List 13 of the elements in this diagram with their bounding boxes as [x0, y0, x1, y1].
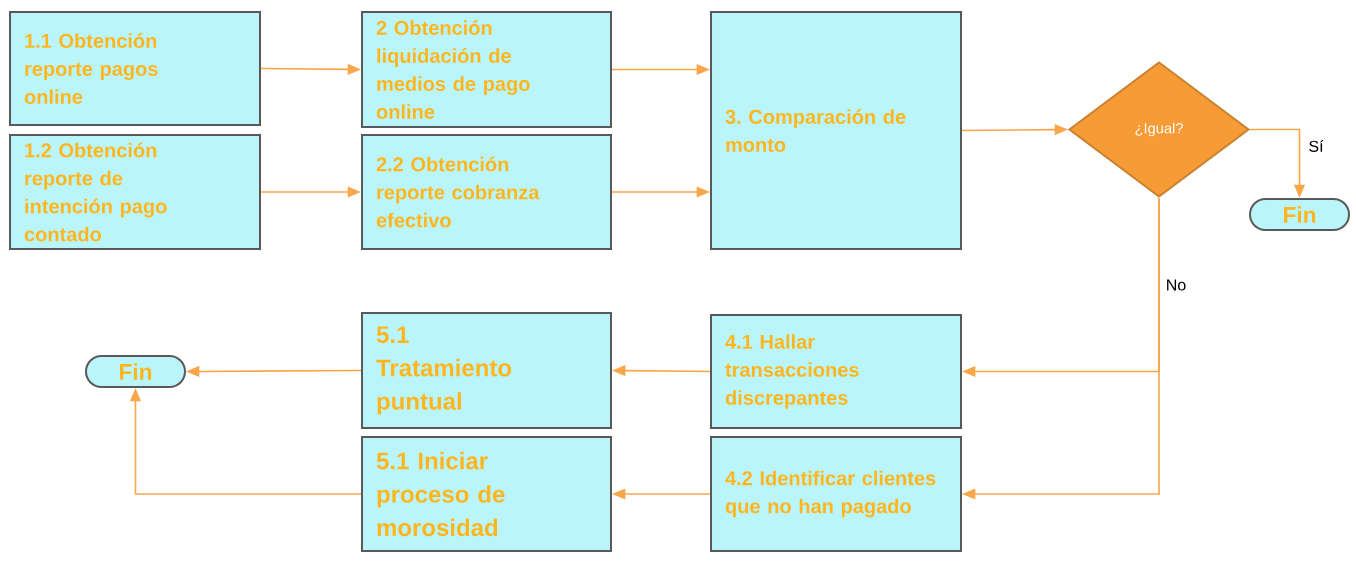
process-box: 5.1 Iniciar proceso de morosidad: [361, 436, 612, 552]
process-box: 4.1 Hallar transacciones discrepantes: [710, 314, 962, 429]
process-box: 1.2 Obtención reporte de intención pago contado: [9, 134, 261, 250]
process-box: 2.2 Obtención reporte cobranza efectivo: [361, 134, 612, 250]
process-box: 5.1 Tratamiento puntual: [361, 312, 612, 429]
process-box: 2 Obtención liquidación de medios de pago online: [361, 11, 612, 128]
edge-label: Sí: [1307, 138, 1325, 154]
process-box: 3. Comparación de monto: [710, 11, 962, 250]
edge-label: No: [1164, 278, 1188, 292]
terminator-pill: Fin: [85, 355, 186, 388]
process-box: 1.1 Obtención reporte pagos online: [9, 11, 261, 126]
terminator-pill: Fin: [1249, 198, 1350, 231]
process-box: 4.2 Identificar clientes que no han pagado: [710, 436, 962, 552]
